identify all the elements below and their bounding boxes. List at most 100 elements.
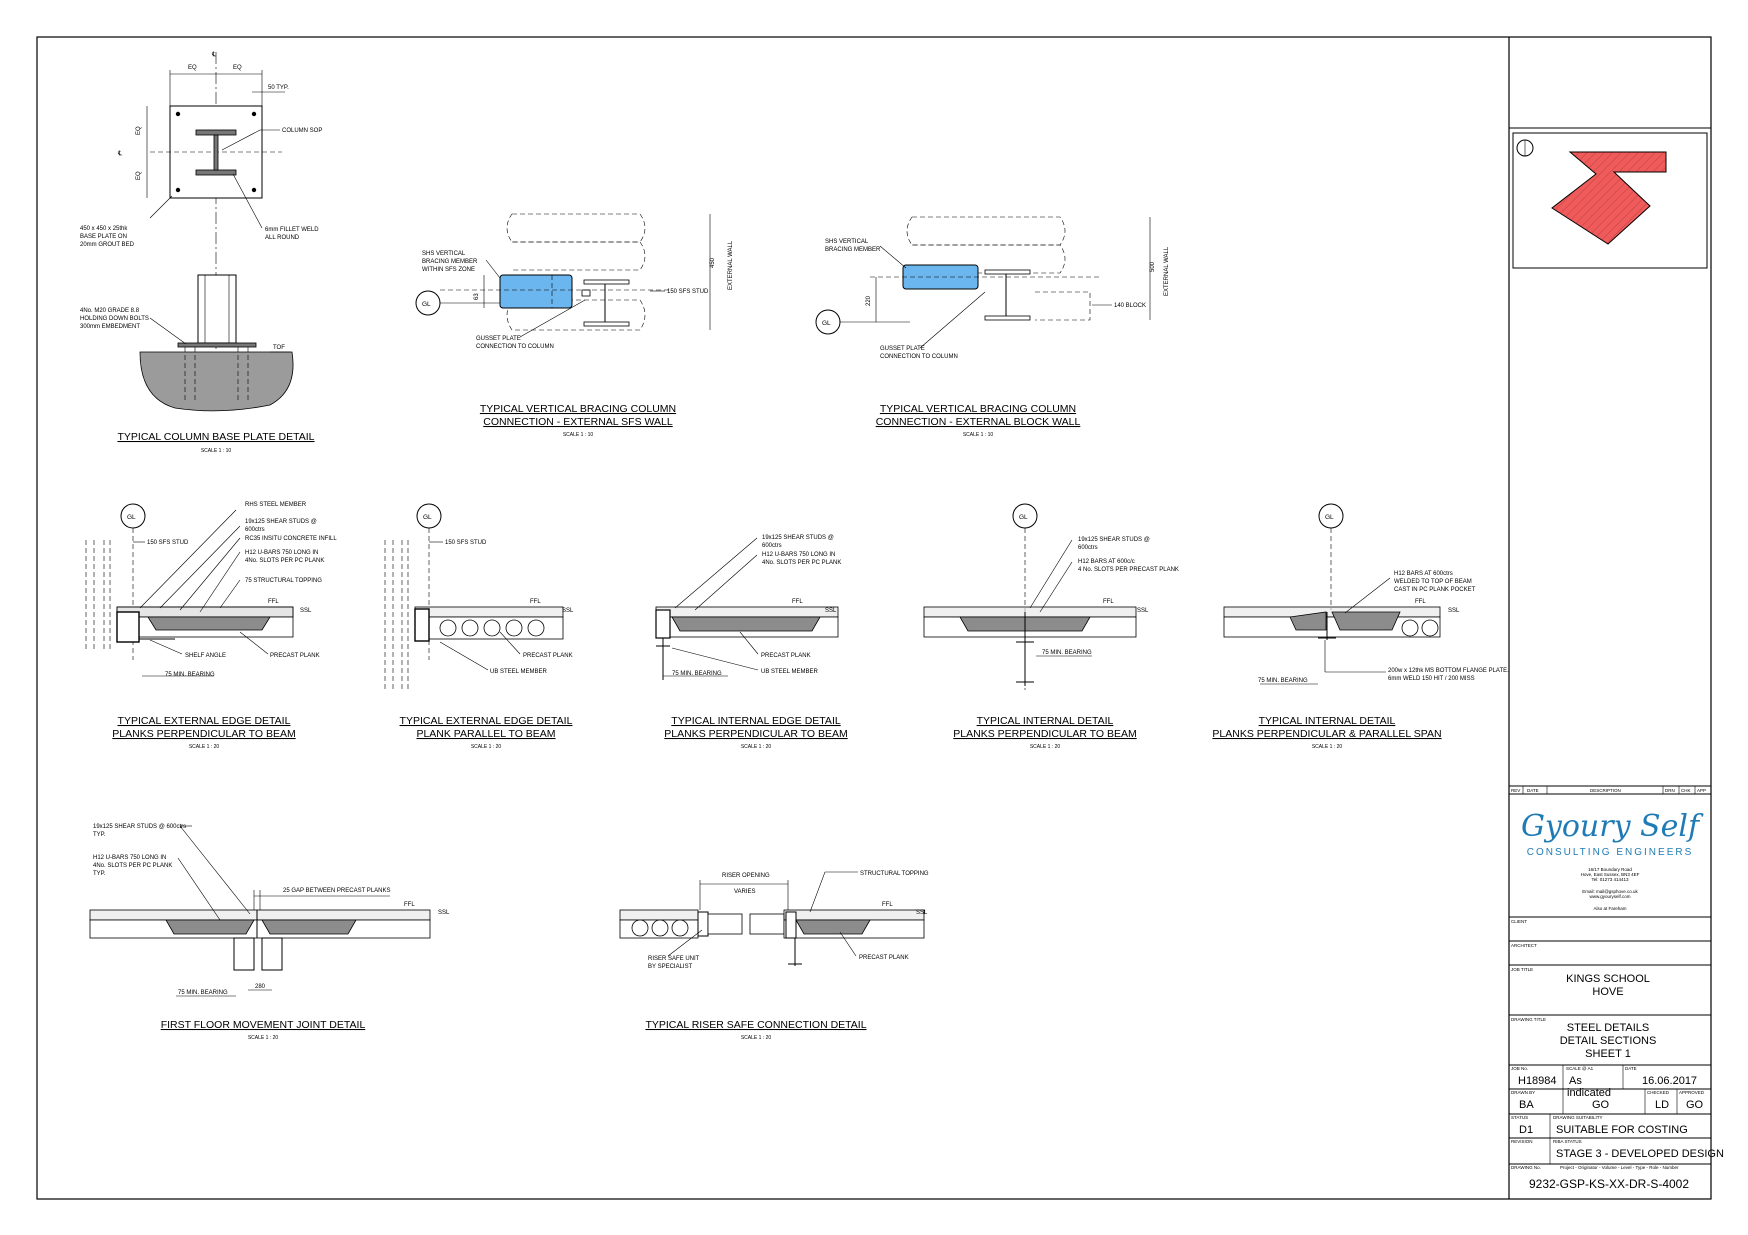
suitability-label: DRAWING SUITABILITY <box>1553 1115 1603 1120</box>
company-logo: Gyoury Self <box>1521 809 1704 844</box>
detail-scale: SCALE 1 : 10 <box>201 448 232 454</box>
opening-note: RISER OPENING <box>722 873 770 879</box>
svg-text:Also at Fareham: Also at Fareham <box>1593 906 1626 911</box>
detail-scale: SCALE 1 : 10 <box>963 432 994 438</box>
dim-label: 450 <box>710 257 716 268</box>
detail-title: PLANKS PERPENDICULAR TO BEAM <box>664 728 847 740</box>
studs-note: TYP. <box>93 832 106 838</box>
drawing-number: 9232-GSP-KS-XX-DR-S-4002 <box>1529 1177 1689 1191</box>
infill-note: RC35 INSITU CONCRETE INFILL <box>245 536 337 542</box>
date-col: DATE <box>1527 788 1539 793</box>
job-title: HOVE <box>1592 986 1623 998</box>
ssl-label: SSL <box>300 608 312 614</box>
stud-note: 150 SFS STUD <box>667 289 709 295</box>
drawing-title: DETAIL SECTIONS <box>1560 1035 1657 1047</box>
detail-column-base-plate: ℄ EQ EQ 50 TYP. EQ EQ ℄ COLUMN SOP 450 x… <box>80 51 322 454</box>
gusset-note: GUSSET PLATE <box>880 346 925 352</box>
ssl-label: SSL <box>1448 608 1460 614</box>
ubar-note: 4No. SLOTS PER PC PLANK <box>245 558 324 564</box>
ubar-note: H12 U-BARS 750 LONG IN <box>762 552 835 558</box>
bearing-note: 75 MIN. BEARING <box>1042 650 1092 656</box>
h12-note: CAST IN PC PLANK POCKET <box>1394 587 1476 593</box>
shelf-note: SHELF ANGLE <box>185 653 226 659</box>
detail-riser-connection: RISER OPENING VARIES STRUCTURAL TOPPING … <box>619 871 929 1041</box>
detail-title: TYPICAL INTERNAL DETAIL <box>977 715 1114 727</box>
detail-title: FIRST FLOOR MOVEMENT JOINT DETAIL <box>161 1019 366 1031</box>
bars-note: 4 No. SLOTS PER PRECAST PLANK <box>1078 567 1179 573</box>
detail-title: TYPICAL VERTICAL BRACING COLUMN <box>480 403 676 415</box>
detail-bracing-sfs: GL SHS VERTICAL BRACING MEMBER WITHIN SF… <box>415 213 734 438</box>
ground-mass <box>139 351 294 412</box>
centerline-mark: ℄ <box>211 51 217 58</box>
plank-note: PRECAST PLANK <box>523 653 573 659</box>
drawing-title-label: DRAWING TITLE <box>1511 1017 1546 1022</box>
svg-text:Email: mail@gsphove.co.uk: Email: mail@gsphove.co.uk <box>1582 889 1638 894</box>
gridline-marker: GL <box>422 301 431 308</box>
revision-label: REVISION <box>1511 1139 1533 1144</box>
shs-bracing-member <box>499 274 573 309</box>
plate-note: 200w x 12thk MS BOTTOM FLANGE PLATE. <box>1388 668 1509 674</box>
bolt-note: HOLDING DOWN BOLTS <box>80 316 149 322</box>
detail-title: TYPICAL EXTERNAL EDGE DETAIL <box>400 715 573 727</box>
date-value: 16.06.2017 <box>1642 1075 1697 1087</box>
tof-label: TOF <box>273 345 285 351</box>
detail-external-edge-perpendicular: GL RHS STEEL MEMBER 19x125 SHEAR STUDS @… <box>85 502 337 750</box>
studs-note: 19x125 SHEAR STUDS @ <box>762 535 834 541</box>
svg-text:www.gyouryself.com: www.gyouryself.com <box>1589 894 1630 899</box>
bearing-note: 75 MIN. BEARING <box>178 990 228 996</box>
detail-title: PLANKS PERPENDICULAR TO BEAM <box>112 728 295 740</box>
eq-label: EQ <box>188 65 197 71</box>
plank-note: PRECAST PLANK <box>859 955 909 961</box>
dim-label: 220 <box>866 295 872 306</box>
checked-label: CHECKED <box>1647 1090 1670 1095</box>
company-logo-sub: CONSULTING ENGINEERS <box>1527 847 1694 858</box>
svg-text:Tel: 01273 414413: Tel: 01273 414413 <box>1591 877 1629 882</box>
drawn-label: DRAWN BY <box>1511 1090 1535 1095</box>
studs-note: 600ctrs <box>762 543 782 549</box>
detail-scale: SCALE 1 : 20 <box>1030 744 1061 750</box>
gridline-marker: GL <box>1019 514 1028 521</box>
gridline-marker: GL <box>127 514 136 521</box>
dim-label: 280 <box>255 984 266 990</box>
typ-label: 50 TYP. <box>268 85 289 91</box>
drawing-no-hint: Project - Originator - Volume - Level - … <box>1560 1165 1679 1170</box>
shs-note: SHS VERTICAL <box>422 251 466 257</box>
ffl-label: FFL <box>792 599 803 605</box>
sfs-note: 150 SFS STUD <box>445 540 487 546</box>
ub-note: UB STEEL MEMBER <box>490 669 547 675</box>
shs-note: SHS VERTICAL <box>825 239 869 245</box>
checked-value: LD <box>1655 1099 1669 1111</box>
centerline-mark: ℄ <box>117 150 123 157</box>
drn-col: DRN <box>1665 788 1675 793</box>
detail-title: TYPICAL COLUMN BASE PLATE DETAIL <box>117 431 314 443</box>
job-title-label: JOB TITLE <box>1511 967 1533 972</box>
dim-label: 500 <box>1150 261 1156 272</box>
gusset-note: GUSSET PLATE <box>476 336 521 342</box>
ubar-note: H12 U-BARS 750 LONG IN <box>245 550 318 556</box>
scale-label: SCALE @ A1 <box>1566 1066 1594 1071</box>
rev-col: REV <box>1511 788 1520 793</box>
ffl-label: FFL <box>882 902 893 908</box>
ubar-note: TYP. <box>93 871 106 877</box>
scale-value: indicated <box>1567 1087 1611 1099</box>
plate-note: 450 x 450 x 25thk <box>80 226 128 232</box>
approved-value: GO <box>1686 1099 1704 1111</box>
shs-note: WITHIN SFS ZONE <box>422 267 475 273</box>
chk-col: CHK <box>1681 788 1691 793</box>
plate-note: 6mm WELD 150 HIT / 200 MISS <box>1388 676 1475 682</box>
bearing-note: 75 MIN. BEARING <box>165 672 215 678</box>
gusset-note: CONNECTION TO COLUMN <box>476 344 554 350</box>
drawing-no-label: DRAWING No. <box>1511 1165 1541 1170</box>
ffl-label: FFL <box>530 599 541 605</box>
riba-label: RIBA STATUS <box>1553 1139 1582 1144</box>
detail-title: TYPICAL EXTERNAL EDGE DETAIL <box>118 715 291 727</box>
topping-note: STRUCTURAL TOPPING <box>860 871 929 877</box>
detail-internal-perpendicular: GL 19x125 SHEAR STUDS @ 600ctrs H12 BARS… <box>923 503 1179 750</box>
drawing-title: SHEET 1 <box>1585 1048 1631 1060</box>
plank-note: PRECAST PLANK <box>761 653 811 659</box>
bolt-note: 300mm EMBEDMENT <box>80 324 140 330</box>
detail-title: PLANKS PERPENDICULAR & PARALLEL SPAN <box>1212 728 1441 740</box>
detail-scale: SCALE 1 : 20 <box>1312 744 1343 750</box>
studs-note: 19x125 SHEAR STUDS @ <box>245 519 317 525</box>
